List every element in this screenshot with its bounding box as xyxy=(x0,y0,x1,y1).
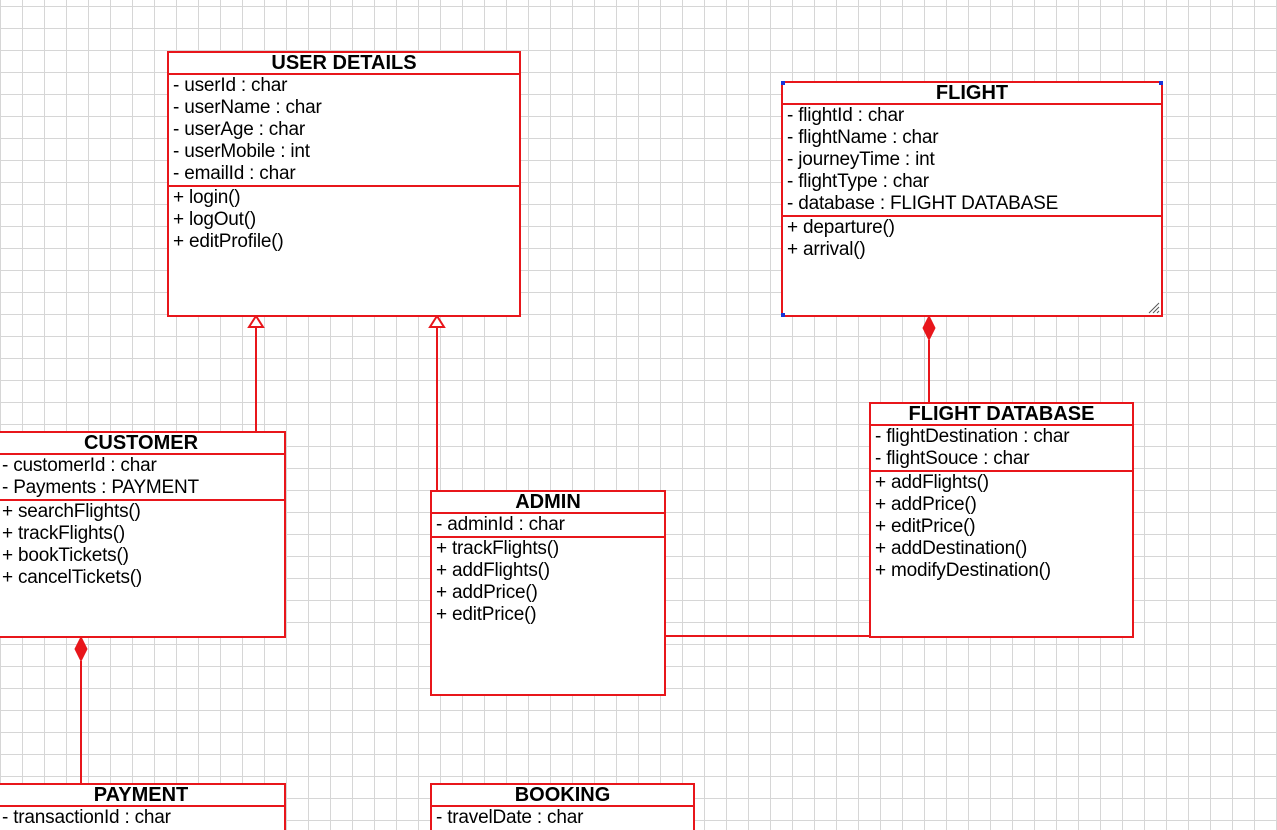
attribute: - customerId : char xyxy=(2,455,157,476)
operation: + editPrice() xyxy=(875,516,976,537)
operation: + login() xyxy=(173,187,241,208)
attribute: - adminId : char xyxy=(436,514,565,535)
class-name: ADMIN xyxy=(432,492,664,514)
attribute: - flightDestination : char xyxy=(875,426,1070,447)
operations-compartment: + trackFlights() + addFlights() + addPri… xyxy=(432,538,664,626)
class-name: BOOKING xyxy=(432,785,693,807)
attribute: - flightSouce : char xyxy=(875,448,1030,469)
attribute: - transactionId : char xyxy=(2,807,171,828)
generalization-arrowhead-customer xyxy=(247,314,265,328)
attribute: - flightType : char xyxy=(787,171,929,192)
attributes-compartment: - customerId : char - Payments : PAYMENT xyxy=(0,455,284,501)
attributes-compartment: - transactionId : char xyxy=(0,807,284,829)
class-name: USER DETAILS xyxy=(169,53,519,75)
attribute: - travelDate : char xyxy=(436,807,584,828)
class-flight-database[interactable]: FLIGHT DATABASE - flightDestination : ch… xyxy=(869,402,1134,638)
operation: + modifyDestination() xyxy=(875,560,1051,581)
operation: + addDestination() xyxy=(875,538,1028,559)
selection-handle-top-left[interactable] xyxy=(781,81,785,85)
attributes-compartment: - adminId : char xyxy=(432,514,664,538)
operation: + departure() xyxy=(787,217,895,238)
class-customer[interactable]: CUSTOMER - customerId : char - Payments … xyxy=(0,431,286,638)
operations-compartment: + addFlights() + addPrice() + editPrice(… xyxy=(871,472,1132,582)
class-name: FLIGHT DATABASE xyxy=(871,404,1132,426)
attributes-compartment: - userId : char - userName : char - user… xyxy=(169,75,519,187)
class-admin[interactable]: ADMIN - adminId : char + trackFlights() … xyxy=(430,490,666,696)
selection-handle-top-right[interactable] xyxy=(1159,81,1163,85)
attribute: - userId : char xyxy=(173,75,288,96)
class-name: PAYMENT xyxy=(0,785,284,807)
attribute: - emailId : char xyxy=(173,163,296,184)
attribute: - flightName : char xyxy=(787,127,939,148)
operation: + editPrice() xyxy=(436,604,537,625)
composition-diamond-customer xyxy=(74,635,88,663)
operation: + trackFlights() xyxy=(2,523,125,544)
class-flight[interactable]: FLIGHT - flightId : char - flightName : … xyxy=(781,81,1163,317)
operation: + editProfile() xyxy=(173,231,284,252)
attribute: - journeyTime : int xyxy=(787,149,935,170)
operation: + addPrice() xyxy=(875,494,977,515)
attribute: - userMobile : int xyxy=(173,141,310,162)
attributes-compartment: - flightId : char - flightName : char - … xyxy=(783,105,1161,217)
attributes-compartment: - flightDestination : char - flightSouce… xyxy=(871,426,1132,472)
attribute: - flightId : char xyxy=(787,105,904,126)
composition-diamond-flight xyxy=(922,314,936,342)
class-user-details[interactable]: USER DETAILS - userId : char - userName … xyxy=(167,51,521,317)
operation: + addFlights() xyxy=(875,472,989,493)
operations-compartment: + searchFlights() + trackFlights() + boo… xyxy=(0,501,284,589)
attribute: - userName : char xyxy=(173,97,322,118)
resize-grip-icon[interactable] xyxy=(1146,300,1160,314)
operation: + searchFlights() xyxy=(2,501,141,522)
operation: + addPrice() xyxy=(436,582,538,603)
class-payment[interactable]: PAYMENT - transactionId : char xyxy=(0,783,286,830)
attribute: - database : FLIGHT DATABASE xyxy=(787,193,1059,214)
class-name: FLIGHT xyxy=(783,83,1161,105)
generalization-arrowhead-admin xyxy=(428,314,446,328)
operations-compartment: + departure() + arrival() xyxy=(783,217,1161,261)
operation: + logOut() xyxy=(173,209,257,230)
operation: + cancelTickets() xyxy=(2,567,143,588)
class-booking[interactable]: BOOKING - travelDate : char xyxy=(430,783,695,830)
operation: + addFlights() xyxy=(436,560,550,581)
attributes-compartment: - travelDate : char xyxy=(432,807,693,829)
operation: + trackFlights() xyxy=(436,538,559,559)
operations-compartment: + login() + logOut() + editProfile() xyxy=(169,187,519,253)
attribute: - userAge : char xyxy=(173,119,305,140)
operation: + arrival() xyxy=(787,239,866,260)
class-name: CUSTOMER xyxy=(0,433,284,455)
operation: + bookTickets() xyxy=(2,545,129,566)
attribute: - Payments : PAYMENT xyxy=(2,477,199,498)
selection-handle-bottom-left[interactable] xyxy=(781,313,785,317)
